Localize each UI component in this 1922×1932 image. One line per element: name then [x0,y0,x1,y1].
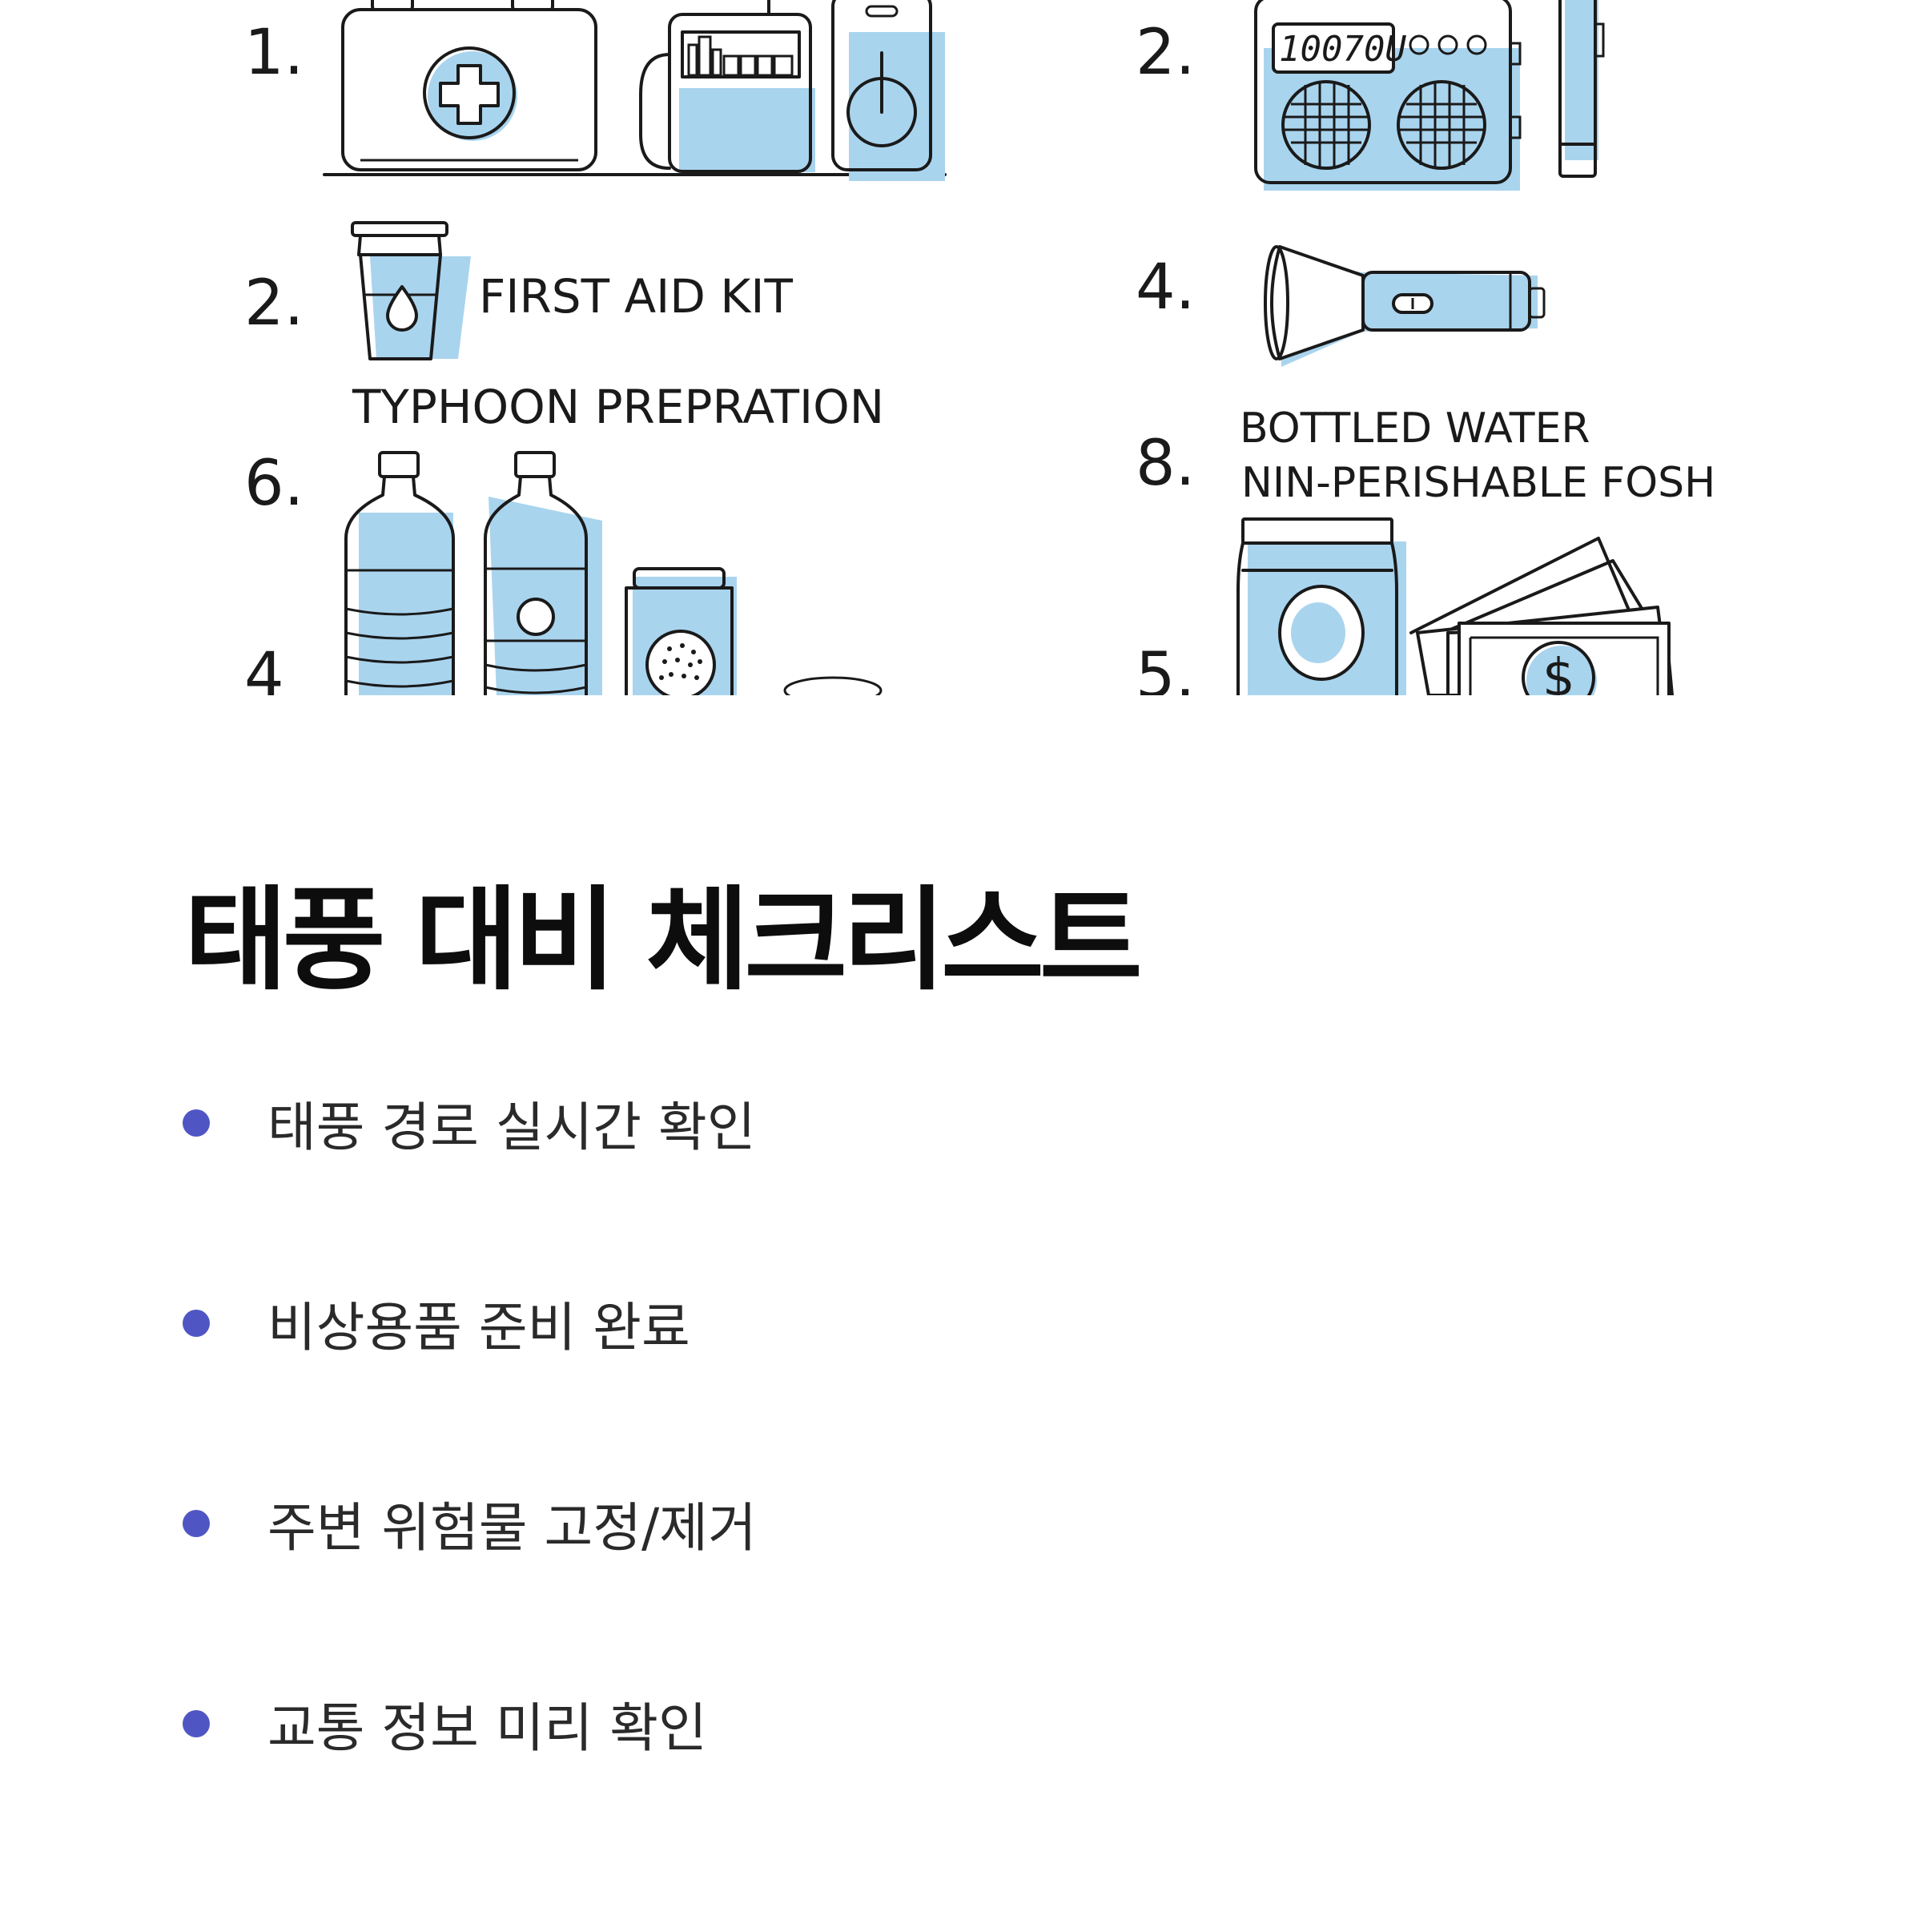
first-aid-kit-icon [341,0,597,171]
label-bottled-water: BOTTLED WATER [1240,405,1590,453]
number-4-left: 4 [244,640,284,695]
food-jar-icon [1236,517,1406,695]
flashlight-icon [1264,245,1546,367]
number-1: 1. [244,17,304,89]
water-bottle-icon [344,451,455,695]
label-non-perishable-food: NIN-PERISHABLE FOSH [1241,459,1715,507]
radio-display: 10070U [1279,29,1406,70]
checklist-item: 교통 정보 미리 확인 [183,1684,707,1764]
bullet-dot-icon [183,1510,210,1537]
checklist-item-label: 비상용품 준비 완료 [267,1297,690,1358]
number-8: 8. [1136,428,1195,500]
number-2-right: 2. [1136,17,1195,89]
checklist-item-label: 태풍 경로 실시간 확인 [267,1097,756,1158]
power-bank-icon [831,0,945,181]
dollar-sign: $ [1542,649,1575,695]
checklist-item-label: 교통 정보 미리 확인 [267,1697,707,1759]
supply-box-icon [639,0,815,173]
number-5: 5. [1136,640,1195,695]
checklist-item: 태풍 경로 실시간 확인 [183,1083,755,1163]
number-6: 6. [244,448,304,520]
bullet-dot-icon [183,1109,210,1137]
water-cup-icon [351,221,471,360]
number-2-left: 2. [244,268,304,340]
battery-icon [1558,0,1605,178]
bullet-dot-icon [183,1710,210,1737]
checklist-title: 태풍 대비 체크리스트 [184,875,1143,1006]
checklist-item: 주변 위험물 고정/제거 [183,1483,757,1564]
canned-food-icon [625,567,883,695]
typhoon-supplies-illustration: 1. 2. 2. 4. 6. 8. 4 5. FIRST AID KIT TYP… [0,0,1922,695]
number-4-right: 4. [1136,252,1195,324]
water-bottle-icon [484,451,602,695]
checklist-item-label: 주변 위험물 고정/제거 [267,1497,757,1559]
label-first-aid-kit: FIRST AID KIT [479,269,793,324]
radio-icon: 10070U [1254,0,1522,191]
checklist-item: 비상용품 준비 완료 [183,1283,690,1363]
label-typhoon-prepration: TYPHOON PREPRATION [352,380,884,434]
money-icon: $ [1409,537,1674,695]
bullet-dot-icon [183,1310,210,1337]
